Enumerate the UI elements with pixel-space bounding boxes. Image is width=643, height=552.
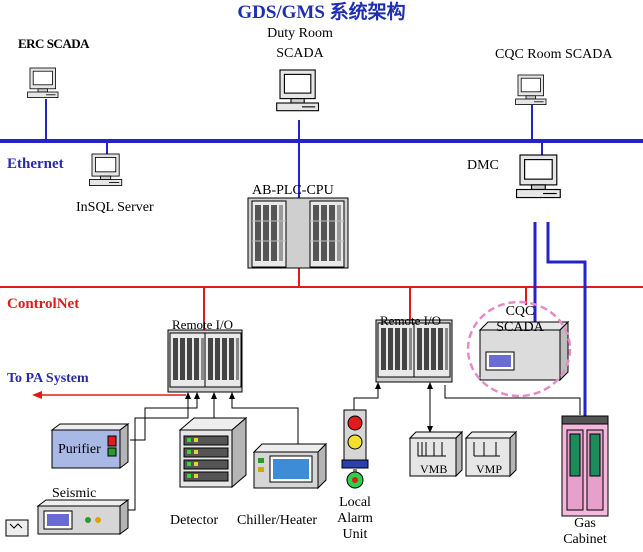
gas-cabinet-label-line2: Cabinet (563, 532, 607, 547)
duty-room-computer-icon (276, 69, 320, 112)
ab-plc-cpu-rack-icon (247, 197, 349, 269)
to-pa-system-label: To PA System (7, 371, 89, 386)
insql-server-label: InSQL Server (76, 200, 154, 215)
to-pa-arrow (32, 391, 186, 399)
gas-cabinet-label: Gas Cabinet (550, 516, 620, 548)
detector-icon (178, 416, 248, 489)
printer-icon (5, 519, 29, 537)
remote-io-1-rack-icon (167, 329, 243, 393)
local-alarm-unit-icon (341, 409, 369, 489)
cqc-scada-label-line2: SCADA (496, 320, 544, 335)
remote-io-1-label: Remote I/O (172, 317, 234, 332)
erc-scada-label: ERC SCADA (18, 36, 89, 51)
remote-io-2-label: Remote I/O (380, 313, 442, 328)
ethernet-label: Ethernet (7, 156, 64, 172)
vmp-label: VMP (476, 462, 503, 476)
seismic-icon (36, 499, 130, 535)
vmb-label: VMB (420, 462, 448, 476)
cqc-scada-label-line1: CQC (505, 304, 535, 319)
chiller-heater-label: Chiller/Heater (237, 513, 318, 528)
ab-plc-cpu-label: AB-PLC-CPU (252, 183, 334, 198)
vmb-icon (408, 430, 464, 478)
ethernet-drops (45, 99, 543, 198)
dmc-label: DMC (467, 158, 499, 173)
diagram-title: GDS/GMS 系统架构 (237, 2, 406, 23)
dmc-computer-icon (515, 154, 561, 199)
duty-room-label-line1: Duty Room (267, 26, 333, 41)
erc-scada-computer-icon (27, 67, 59, 98)
local-alarm-label-line1: Local (339, 495, 371, 510)
gas-cabinet-label-line1: Gas (574, 516, 596, 531)
controlnet-drops (203, 268, 527, 330)
cqc-room-computer-icon (515, 74, 547, 105)
seismic-label: Seismic (52, 486, 97, 501)
device-wiring (120, 385, 581, 511)
chiller-heater-icon (252, 442, 328, 490)
duty-room-label: Duty Room SCADA (250, 26, 350, 62)
local-alarm-label-line2: Alarm (337, 511, 373, 526)
cqc-room-scada-label: CQC Room SCADA (495, 47, 613, 62)
cqc-scada-unit-icon (478, 320, 570, 382)
duty-room-label-line2: SCADA (276, 46, 324, 61)
cqc-scada-label: CQC SCADA (490, 304, 550, 336)
cqc-scada-highlight-circle (466, 300, 572, 398)
vmp-icon (464, 430, 518, 478)
controlnet-label: ControlNet (7, 296, 80, 312)
arrowheads (185, 382, 433, 433)
insql-server-computer-icon (89, 153, 123, 186)
local-alarm-label-line3: Unit (342, 527, 368, 542)
local-alarm-unit-label: Local Alarm Unit (325, 495, 385, 543)
gas-cabinet-icon (561, 415, 609, 517)
purifier-icon (50, 423, 130, 469)
purifier-label: Purifier (58, 442, 101, 457)
detector-label: Detector (170, 513, 219, 528)
remote-io-2-rack-icon (375, 319, 453, 383)
